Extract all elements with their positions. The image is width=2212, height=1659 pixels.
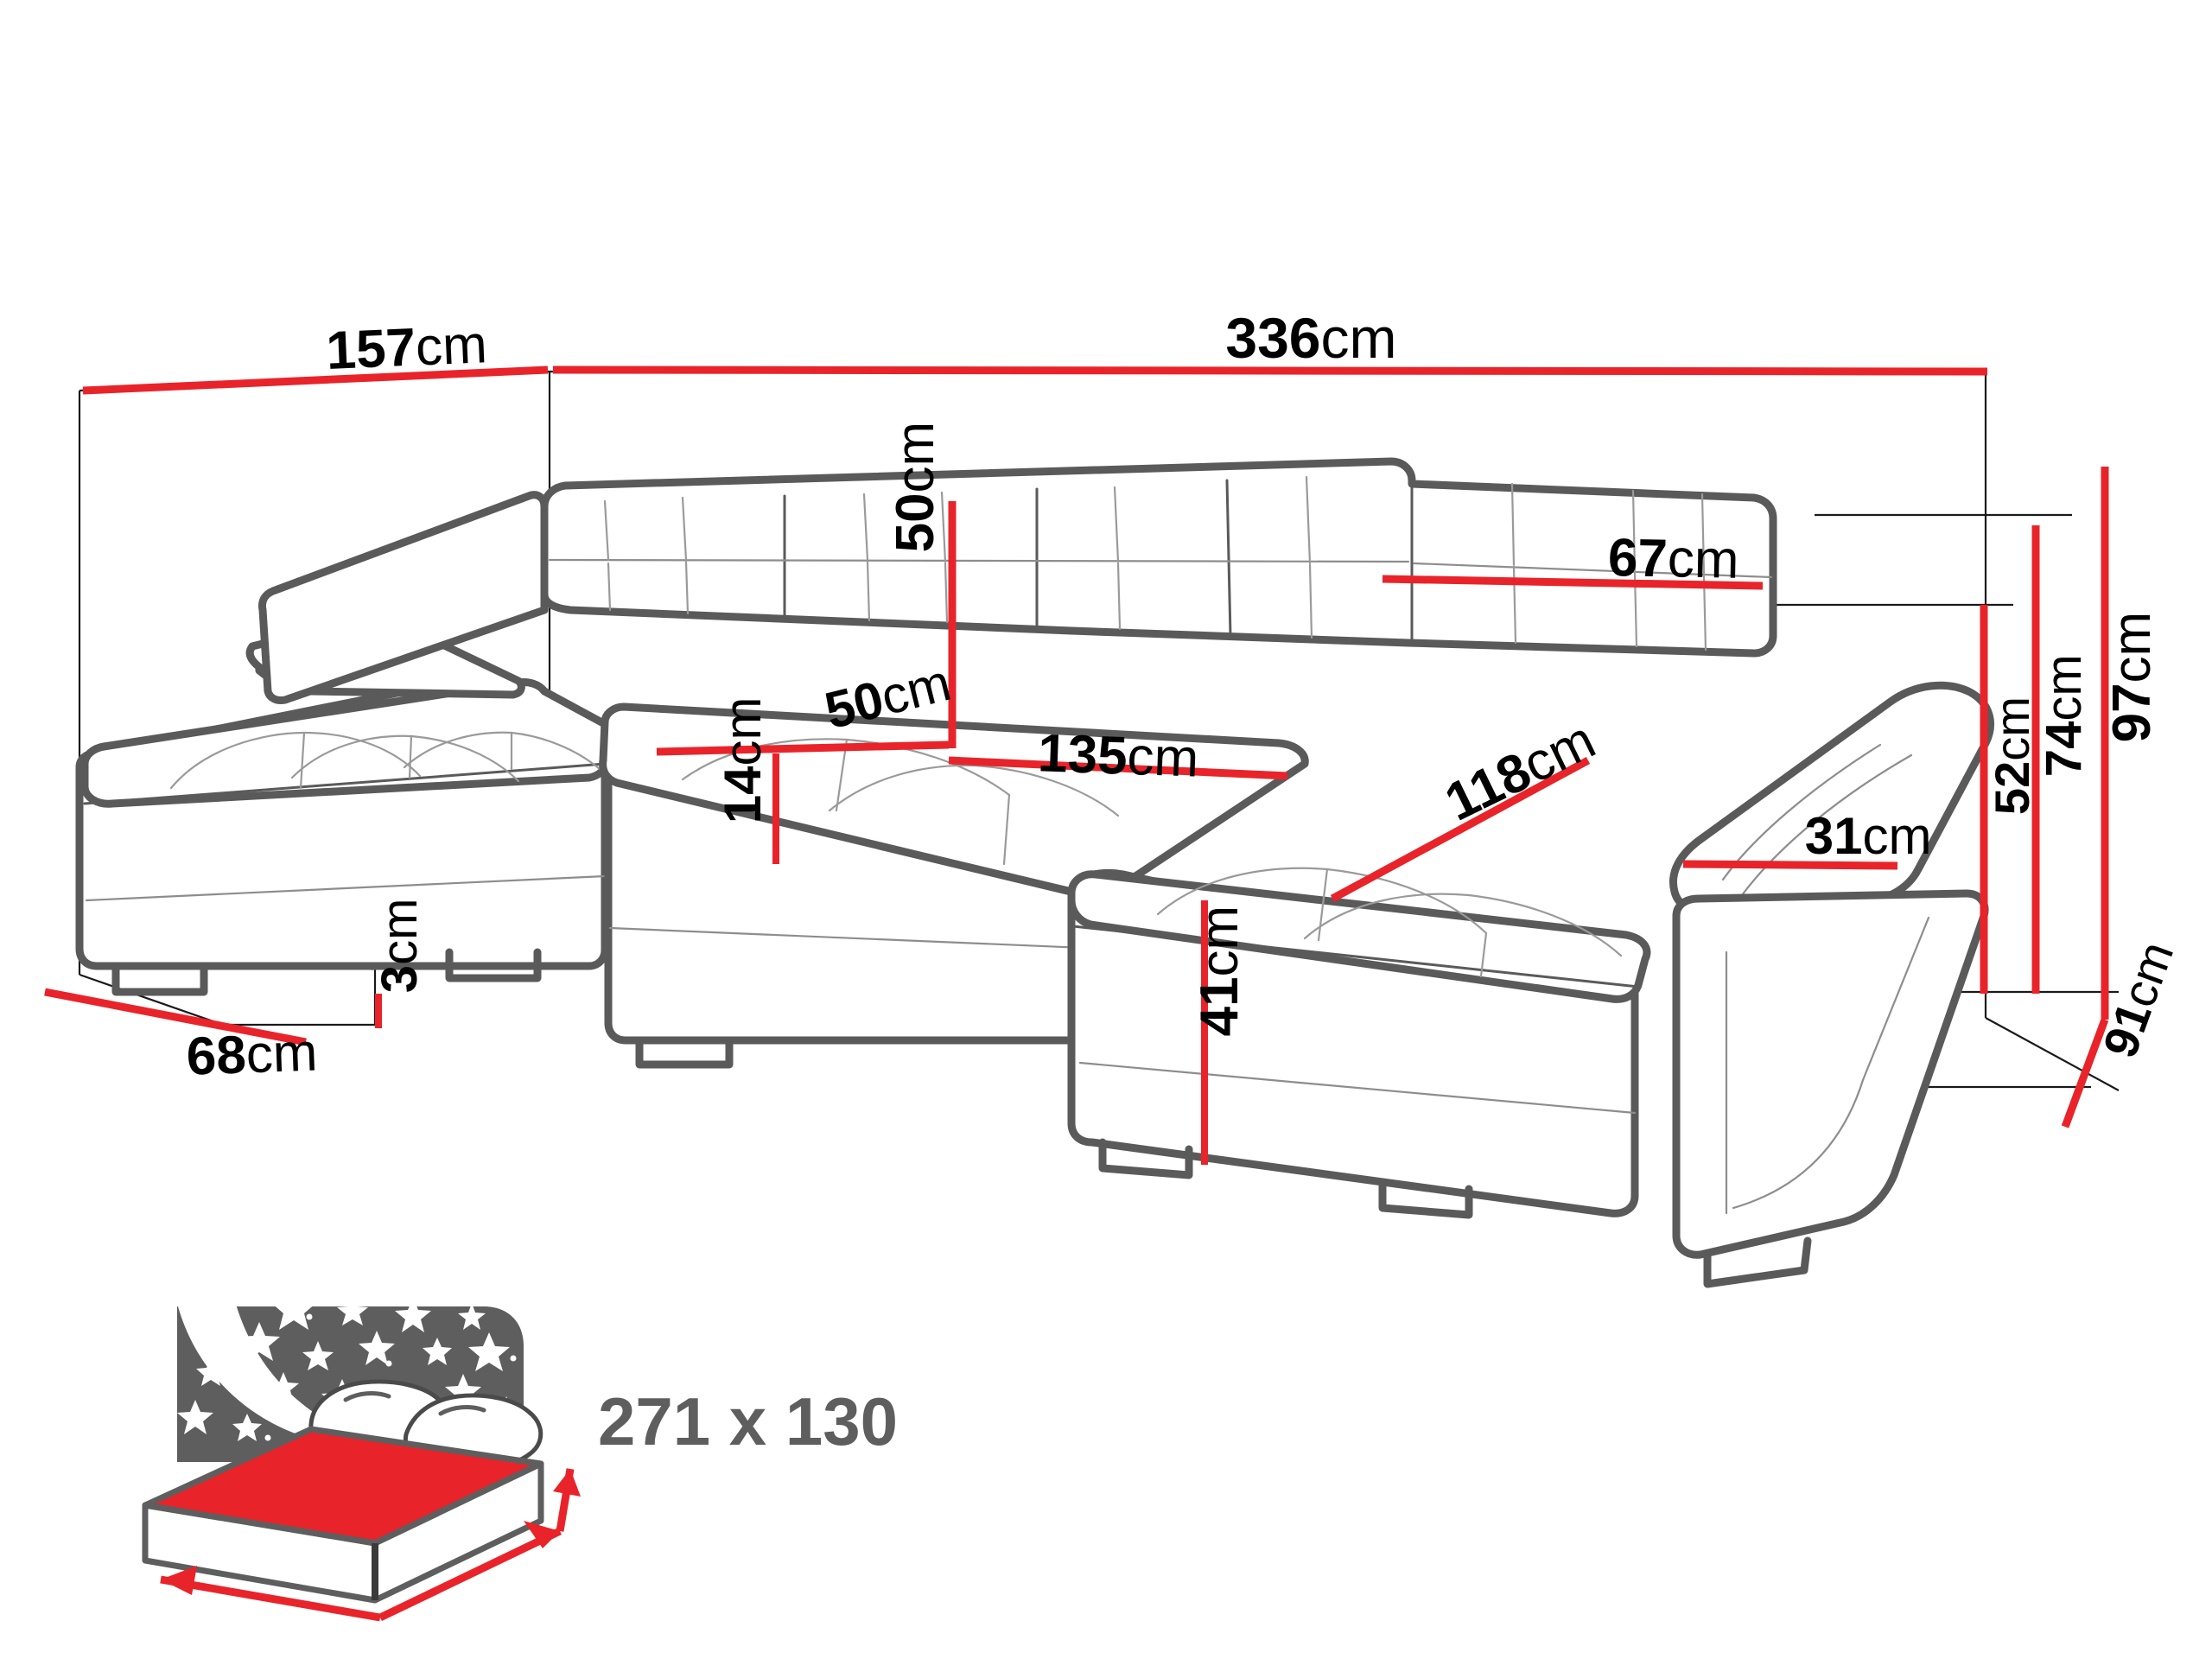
dimension-label-41: 41cm [1190,831,1249,1141]
dimension-label-91: 91cm [2060,871,2207,1153]
right-chaise-tufting [1156,867,1623,978]
main-backrest [258,457,1777,704]
seat-tufting [681,738,1120,866]
dimension-label-336: 336cm [1115,306,1476,370]
dimension-label-97: 97cm [2102,537,2162,847]
dimension-label-68: 68cm [81,1020,393,1090]
dimline-157 [82,365,549,395]
bed-dimension-arrows [160,1468,581,1622]
dimension-labels: 157cm 336cm 50cm 50cm 135cm 14cm 67cm 11… [81,306,2207,1153]
dimline-50-seat [656,741,950,756]
bed-mattress-icon [142,1426,544,1604]
dimension-label-67: 67cm [1503,526,1815,591]
dimension-label-52: 52cm [1985,629,2039,909]
dimline-68 [44,988,307,1046]
dimline-67 [1382,575,1764,590]
dimension-label-74: 74cm [2036,585,2092,874]
sleeping-area-icon-group: 271 x 130 [142,1237,898,1622]
dimline-118 [1330,757,1591,902]
dimension-label-31: 31cm [1704,807,2004,865]
right-armrest [1669,681,1994,1288]
dimension-label-50-backrest: 50cm [886,347,945,657]
dimension-label-118: 118cm [1343,677,1671,879]
dimension-label-135: 135cm [933,720,1274,791]
dimension-label-3: 3cm [372,829,428,1090]
dimension-label-157: 157cm [221,312,563,385]
dimension-lines [44,365,2109,1165]
sleeping-area-label: 271 x 130 [598,1383,898,1459]
chaise-tufting [169,731,601,790]
dimline-336 [552,365,1988,376]
dimension-label-14: 14cm [714,625,772,925]
dimline-135 [948,756,1288,780]
dimline-31 [1682,860,1898,870]
dimline-91 [2061,1018,2109,1128]
right-chaise-section [1067,867,1651,1219]
